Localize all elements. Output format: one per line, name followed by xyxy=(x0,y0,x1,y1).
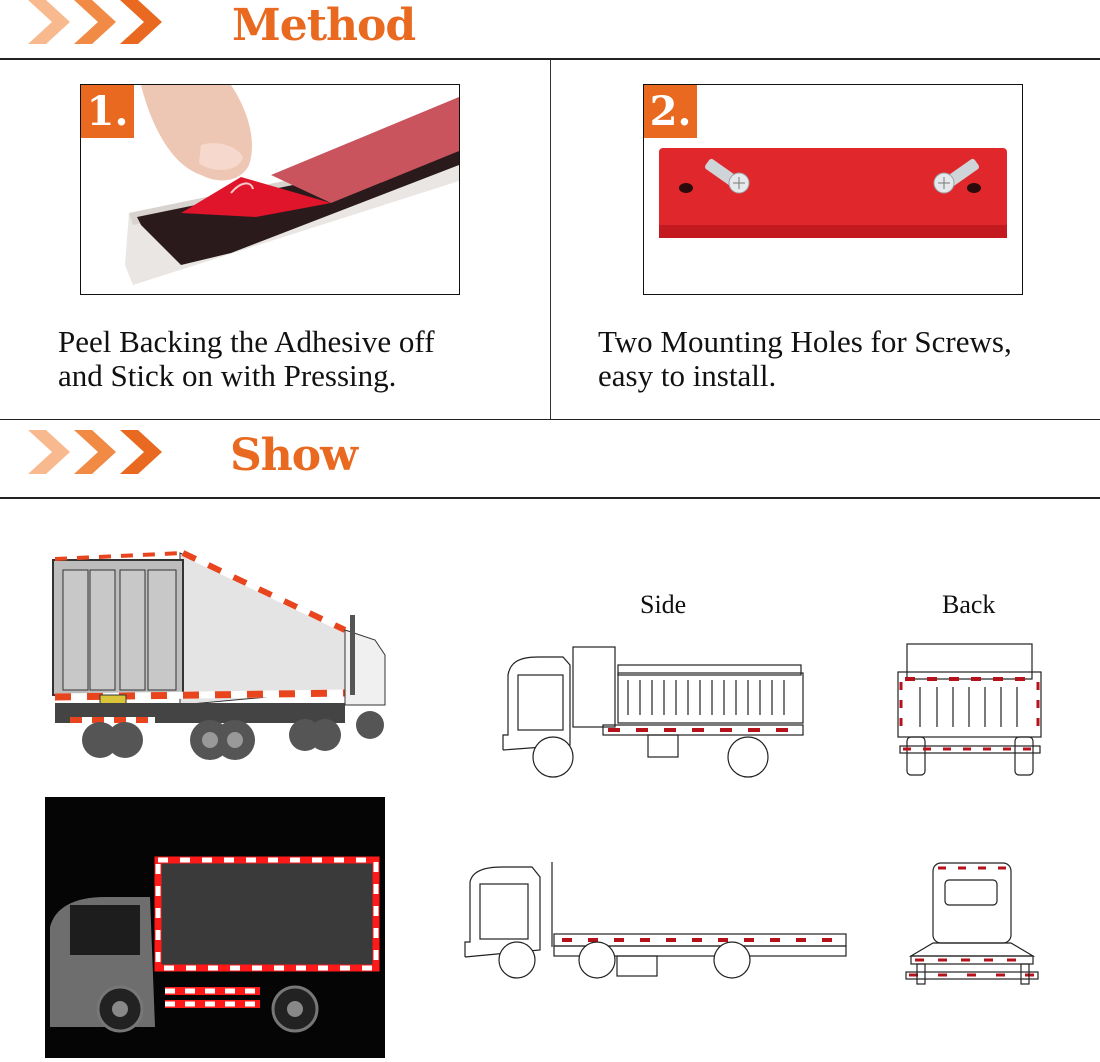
chevron-right-icon xyxy=(120,0,162,44)
chevron-right-icon xyxy=(74,430,116,474)
night-truck-image xyxy=(45,797,385,1058)
chevron-arrows xyxy=(28,430,162,490)
step-number-badge: 2. xyxy=(644,85,697,138)
caption-line: and Stick on with Pressing. xyxy=(58,358,397,393)
divider xyxy=(0,58,1100,60)
back-view-label: Back xyxy=(942,590,996,619)
flatbed-truck-side-diagram xyxy=(464,862,847,979)
chevron-right-icon xyxy=(74,0,116,44)
caption-line: Peel Backing the Adhesive off xyxy=(58,324,435,359)
step-1-image: 1. xyxy=(80,84,460,295)
show-section-header: Show xyxy=(0,430,1100,490)
dump-truck-back-diagram xyxy=(897,643,1042,776)
dump-truck-back-image xyxy=(895,642,1045,780)
semi-trailer-image xyxy=(45,545,390,765)
section-title: Show xyxy=(230,430,358,481)
box-truck-reflective-tape-at-night-photo xyxy=(50,856,380,1033)
chevron-right-icon xyxy=(28,430,70,474)
red-reflector-with-screws-photo xyxy=(659,148,1007,238)
step-number-badge: 1. xyxy=(81,85,134,138)
method-section-header: Method xyxy=(0,0,1100,60)
caption-line: easy to install. xyxy=(598,358,777,393)
dump-truck-side-image xyxy=(498,645,810,780)
flatbed-truck-back-image xyxy=(903,860,1043,985)
chevron-right-icon xyxy=(120,430,162,474)
dump-truck-side-diagram xyxy=(502,646,804,778)
side-view-label: Side xyxy=(640,590,687,619)
step-2-image: 2. xyxy=(643,84,1023,295)
semi-trailer-with-reflectors-illustration xyxy=(52,550,386,760)
divider xyxy=(0,419,1100,420)
peeling-adhesive-backing-photo xyxy=(125,85,459,285)
step-2-caption: Two Mounting Holes for Screws, easy to i… xyxy=(598,325,1012,393)
chevron-right-icon xyxy=(28,0,70,44)
step-1-caption: Peel Backing the Adhesive off and Stick … xyxy=(58,325,435,393)
flatbed-truck-back-diagram xyxy=(905,862,1039,985)
divider xyxy=(0,497,1100,499)
chevron-arrows xyxy=(28,0,162,60)
flatbed-truck-side-image xyxy=(462,862,852,987)
caption-line: Two Mounting Holes for Screws, xyxy=(598,324,1012,359)
column-divider xyxy=(550,60,551,420)
section-title: Method xyxy=(232,0,416,51)
